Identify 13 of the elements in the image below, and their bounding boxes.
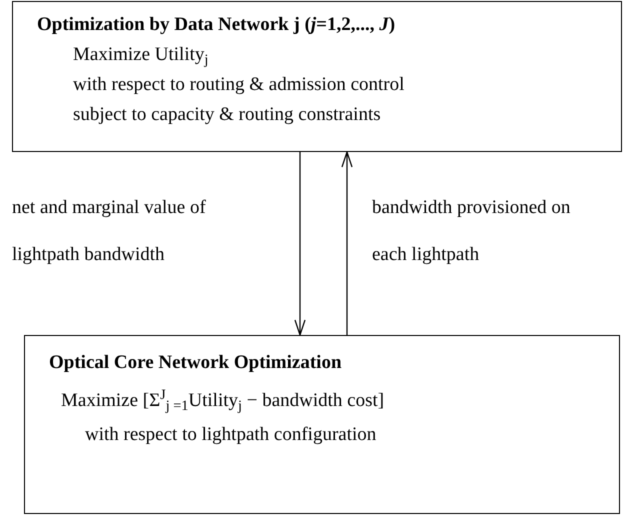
formula-text: subject to capacity & routing constraints [72,103,381,127]
process-box [24,335,620,514]
box-heading: Optimization by Data Network j (j=1,2,..., J) [36,13,396,37]
arrow [294,152,306,336]
process-box [12,1,622,152]
formula-text: with respect to routing & admission control [72,73,404,97]
edge-label: bandwidth provisioned on each lightpath [372,196,572,267]
formula-text: with respect to lightpath configuration [84,423,376,447]
formula-text: Maximize [Σ$^{J}$$_{j =1}$Utility$_{j}$ − bandwidth cost] [60,386,384,416]
box-heading: Optical Core Network Optimization [48,351,342,375]
formula-text: Maximize Utility$_{j}$ [72,43,208,70]
arrow [341,151,353,335]
edge-label: net and marginal value of lightpath bandwidth [12,196,207,267]
